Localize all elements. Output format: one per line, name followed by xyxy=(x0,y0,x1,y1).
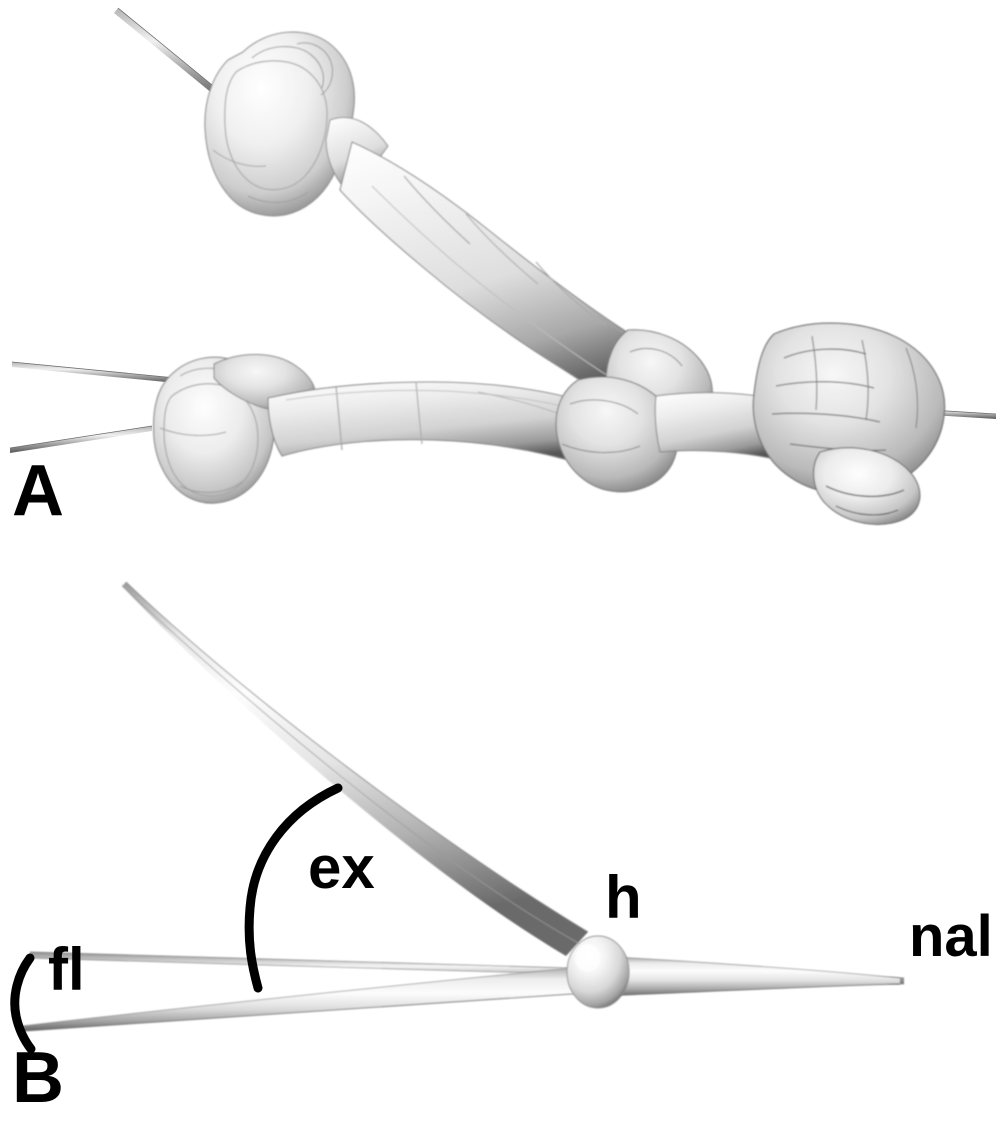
angle-arc-fl xyxy=(10,953,36,1054)
axis-rod-upper-extended xyxy=(114,7,229,103)
angle-arc-ex xyxy=(244,783,343,993)
axis-rod-lower-flexed-upper xyxy=(11,361,177,383)
annotation-flexion-angle: fl xyxy=(48,936,85,1003)
axis-rod-fl xyxy=(21,965,601,1032)
panel-a: A xyxy=(0,0,1000,560)
panel-b-axis-schematic xyxy=(0,560,1000,1121)
axis-rod-nal-cone xyxy=(597,955,901,997)
annotation-extension-angle: ex xyxy=(308,834,375,901)
bone-lower-flexed xyxy=(153,322,946,525)
annotation-hub: h xyxy=(605,864,642,931)
panel-label-a: A xyxy=(12,451,64,531)
panel-label-b: B xyxy=(12,1038,64,1118)
axis-rod-lower-flexed-lower xyxy=(9,425,153,453)
panel-b: B xyxy=(0,560,1000,1121)
annotation-neutral-axis-line: nal xyxy=(909,904,993,969)
hub-sphere xyxy=(566,935,630,1009)
axis-rod-ex xyxy=(121,581,589,956)
panel-a-bone-rendering xyxy=(0,0,1000,560)
